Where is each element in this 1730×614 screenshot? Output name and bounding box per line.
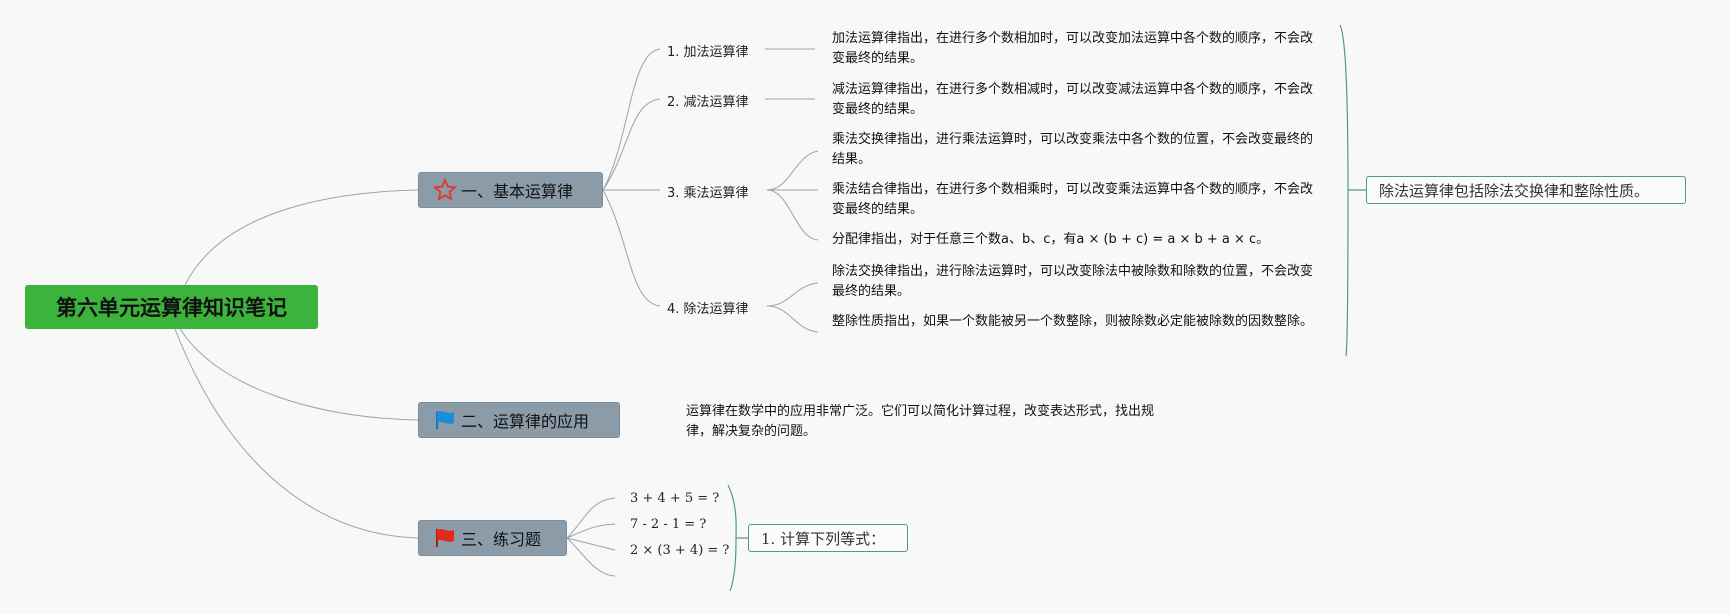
detail-addition[interactable]: 加法运算律指出，在进行多个数相加时，可以改变加法运算中各个数的顺序，不会改变最终… (832, 31, 1314, 66)
root-title: 第六单元运算律知识笔记 (56, 296, 287, 320)
branch-exercises-label: 三、练习题 (461, 530, 542, 549)
detail-divisibility[interactable]: 整除性质指出，如果一个数能被另一个数整除，则被除数必定能被除数的因数整除。 (832, 314, 1314, 329)
detail-commutative-multiplication[interactable]: 乘法交换律指出，进行乘法运算时，可以改变乘法中各个数的位置，不会改变最终的结果。 (832, 132, 1314, 167)
exercise-item[interactable]: 3 + 4 + 5 = ? (630, 491, 720, 506)
summary-division-laws[interactable]: 除法运算律包括除法交换律和整除性质。 (1366, 176, 1686, 204)
branch-basic-laws[interactable]: 一、基本运算律 (418, 172, 603, 208)
blue-flag-icon (433, 408, 457, 432)
red-flag-icon (433, 526, 457, 550)
detail-distributive[interactable]: 分配律指出，对于任意三个数a、b、c，有a × (b + c) = a × b … (832, 232, 1270, 247)
topic-multiplication-law[interactable]: 3. 乘法运算律 (667, 186, 749, 201)
topic-division-law[interactable]: 4. 除法运算律 (667, 302, 749, 317)
exercise-item[interactable]: 7 - 2 - 1 = ? (630, 517, 707, 532)
topic-addition-law[interactable]: 1. 加法运算律 (667, 45, 749, 60)
detail-subtraction[interactable]: 减法运算律指出，在进行多个数相减时，可以改变减法运算中各个数的顺序，不会改变最终… (832, 82, 1314, 117)
summary-exercises-text: 1. 计算下列等式： (761, 529, 886, 548)
summary-exercises[interactable]: 1. 计算下列等式： (748, 524, 908, 552)
branch-basic-laws-label: 一、基本运算律 (461, 182, 574, 201)
summary-division-laws-text: 除法运算律包括除法交换律和整除性质。 (1379, 181, 1650, 200)
exercise-item[interactable]: 2 × (3 + 4) = ? (630, 543, 730, 558)
root-topic[interactable]: 第六单元运算律知识笔记 (25, 285, 318, 329)
star-outline-icon (433, 178, 457, 202)
branch-application-label: 二、运算律的应用 (461, 412, 590, 431)
detail-division-commutative[interactable]: 除法交换律指出，进行除法运算时，可以改变除法中被除数和除数的位置，不会改变最终的… (832, 264, 1314, 299)
topic-subtraction-law[interactable]: 2. 减法运算律 (667, 95, 749, 110)
detail-associative-multiplication[interactable]: 乘法结合律指出，在进行多个数相乘时，可以改变乘法运算中各个数的顺序，不会改变最终… (832, 182, 1314, 217)
detail-application[interactable]: 运算律在数学中的应用非常广泛。它们可以简化计算过程，改变表达形式，找出规律，解决… (686, 404, 1155, 439)
branch-application[interactable]: 二、运算律的应用 (418, 402, 620, 438)
branch-exercises[interactable]: 三、练习题 (418, 520, 567, 556)
